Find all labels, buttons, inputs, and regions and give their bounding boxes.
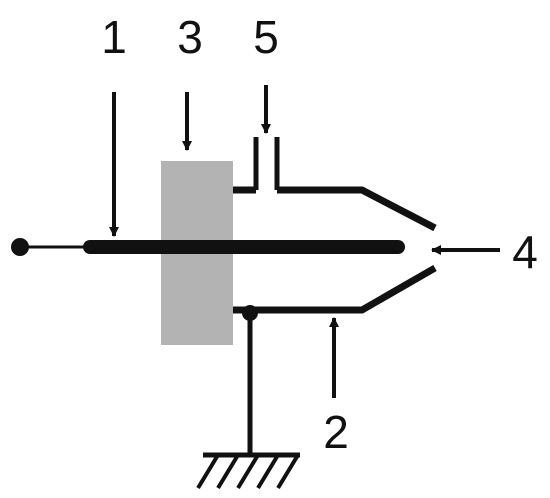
housing-upper-nozzle [277,186,437,232]
label-5: 5 [253,11,279,63]
housing-lower-wall [233,264,437,314]
label-3: 3 [177,11,203,63]
label-1: 1 [101,11,127,63]
label-2: 2 [323,406,349,458]
ground-hatch [196,453,300,490]
label-4: 4 [512,226,538,278]
